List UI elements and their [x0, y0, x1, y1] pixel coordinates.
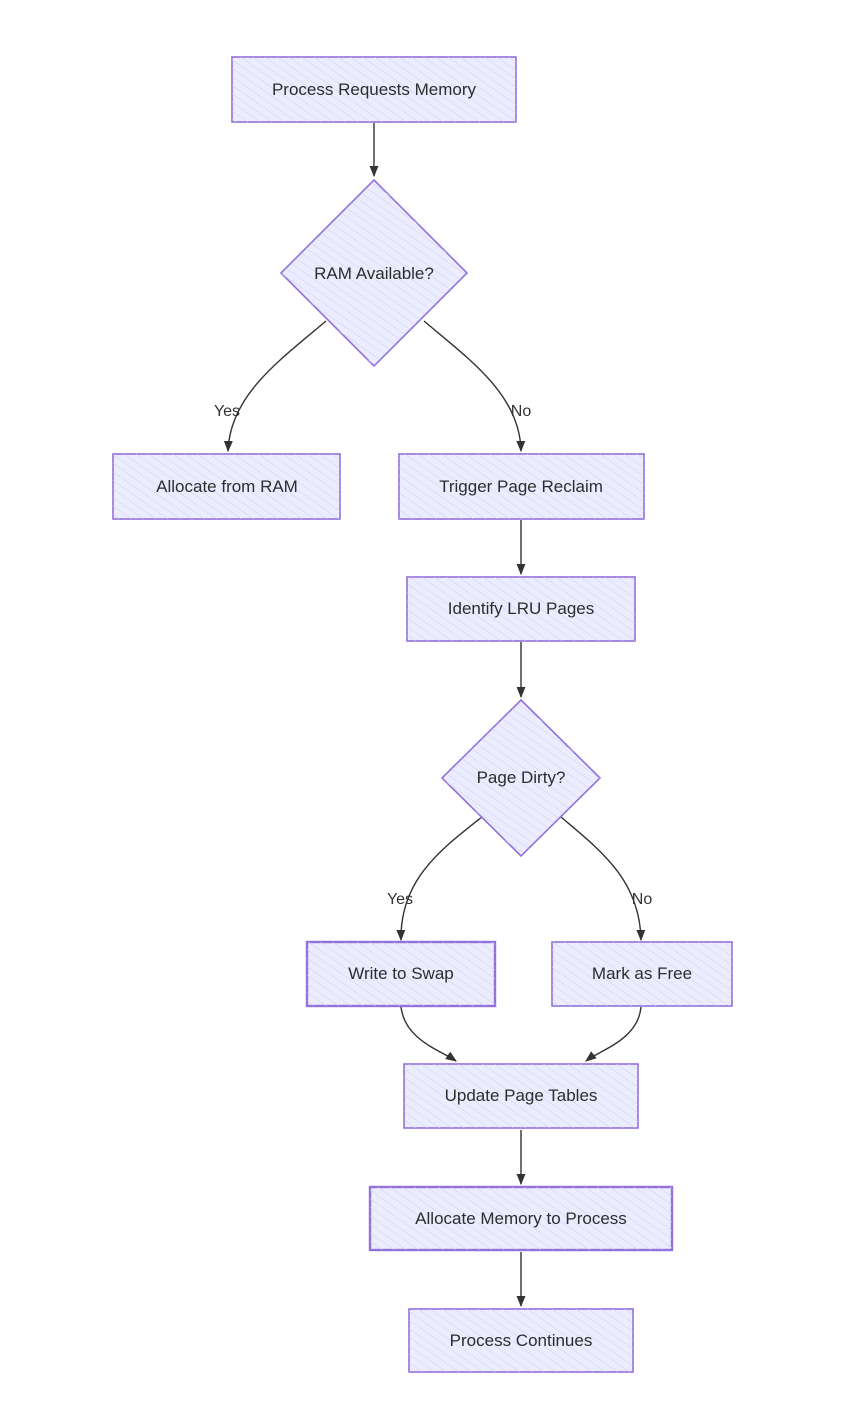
node-label-process-continues: Process Continues — [450, 1331, 593, 1350]
edges — [223, 123, 646, 1308]
node-label-trigger-reclaim: Trigger Page Reclaim — [439, 477, 603, 496]
edge-label-ram-no: No — [511, 403, 532, 420]
node-label-identify-lru: Identify LRU Pages — [448, 599, 594, 618]
edge-dirty-yes — [396, 816, 483, 942]
node-label-allocate-process: Allocate Memory to Process — [415, 1209, 627, 1228]
edge-labels: Yes No Yes No — [214, 403, 652, 908]
node-label-allocate-from-ram: Allocate from RAM — [156, 477, 298, 496]
node-write-swap: Write to Swap — [305, 940, 497, 1008]
node-label-mark-free: Mark as Free — [592, 964, 692, 983]
edge-dirty-no — [560, 816, 646, 942]
decision-ram-available: RAM Available? — [279, 178, 469, 368]
node-allocate-process: Allocate Memory to Process — [368, 1185, 674, 1252]
edge-label-dirty-yes: Yes — [387, 891, 413, 908]
node-allocate-from-ram: Allocate from RAM — [112, 453, 341, 520]
decision-label-page-dirty: Page Dirty? — [477, 768, 566, 787]
edge-label-ram-yes: Yes — [214, 403, 240, 420]
edge-label-dirty-no: No — [632, 891, 653, 908]
edge-free-to-update — [585, 1006, 642, 1062]
node-mark-free: Mark as Free — [551, 941, 733, 1007]
node-label-write-swap: Write to Swap — [348, 964, 454, 983]
edge-ram-yes — [223, 320, 327, 453]
node-identify-lru: Identify LRU Pages — [406, 576, 636, 642]
node-update-tables: Update Page Tables — [403, 1063, 639, 1129]
node-label-process-requests: Process Requests Memory — [272, 80, 477, 99]
decision-page-dirty: Page Dirty? — [440, 698, 602, 858]
node-process-requests: Process Requests Memory — [231, 56, 517, 123]
node-trigger-reclaim: Trigger Page Reclaim — [398, 453, 645, 520]
decision-label-ram-available: RAM Available? — [314, 264, 434, 283]
node-label-update-tables: Update Page Tables — [445, 1086, 598, 1105]
edge-ram-no — [423, 320, 526, 453]
node-process-continues: Process Continues — [408, 1308, 634, 1373]
edge-swap-to-update — [400, 1006, 457, 1062]
